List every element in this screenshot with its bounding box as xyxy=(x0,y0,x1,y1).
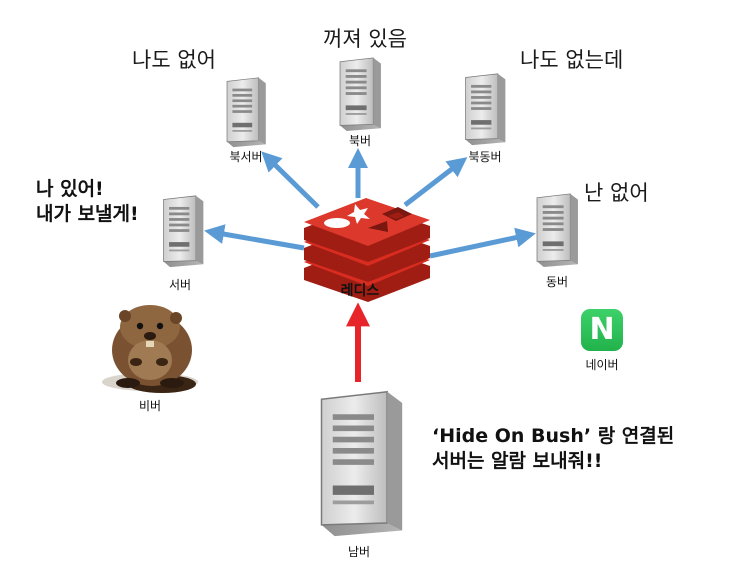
server-south-icon xyxy=(320,390,404,538)
arrows xyxy=(204,148,536,382)
west-reply-line-2: 내가 보낼게! xyxy=(36,203,139,225)
server-north-east-icon xyxy=(464,73,506,146)
node-label-east: 동버 xyxy=(545,275,569,289)
arrow-to-west xyxy=(204,224,305,251)
node-label-north: 북버 xyxy=(348,134,372,148)
north-reply: 꺼져 있음 xyxy=(323,27,407,51)
arrow-to-north-east xyxy=(403,157,468,207)
arrow-to-north-west xyxy=(261,151,320,209)
server-north-west-icon xyxy=(226,77,267,148)
alert-message: ‘Hide On Bush’ 랑 연결된 서버는 알람 보내줘!! xyxy=(432,424,674,474)
west-reply: 나 있어! 내가 보낼게! xyxy=(36,177,139,227)
node-label-north-west: 북서버 xyxy=(229,150,263,164)
naver-label: 네이버 xyxy=(585,358,619,372)
north-west-reply: 나도 없어 xyxy=(132,48,216,72)
beaver-label: 비버 xyxy=(138,399,162,413)
server-west-icon xyxy=(162,195,204,268)
beaver-image xyxy=(102,305,198,393)
node-label-south: 남버 xyxy=(347,545,371,559)
arrow-to-east xyxy=(429,227,536,259)
east-reply: 난 없어 xyxy=(584,181,649,205)
node-label-redis: 레디스 xyxy=(340,283,380,299)
redis-icon xyxy=(304,198,430,302)
alert-message-line-1: ‘Hide On Bush’ 랑 연결된 xyxy=(432,425,675,447)
node-label-west: 서버 xyxy=(168,278,192,292)
north-east-reply: 나도 없는데 xyxy=(520,48,624,72)
server-north-icon xyxy=(339,57,382,132)
server-east-icon xyxy=(536,193,579,268)
alert-message-line-2: 서버는 알람 보내줘!! xyxy=(432,450,603,472)
naver-logo-icon: N xyxy=(581,309,623,351)
west-reply-line-1: 나 있어! xyxy=(36,178,104,200)
node-label-north-east: 북동버 xyxy=(468,150,502,164)
